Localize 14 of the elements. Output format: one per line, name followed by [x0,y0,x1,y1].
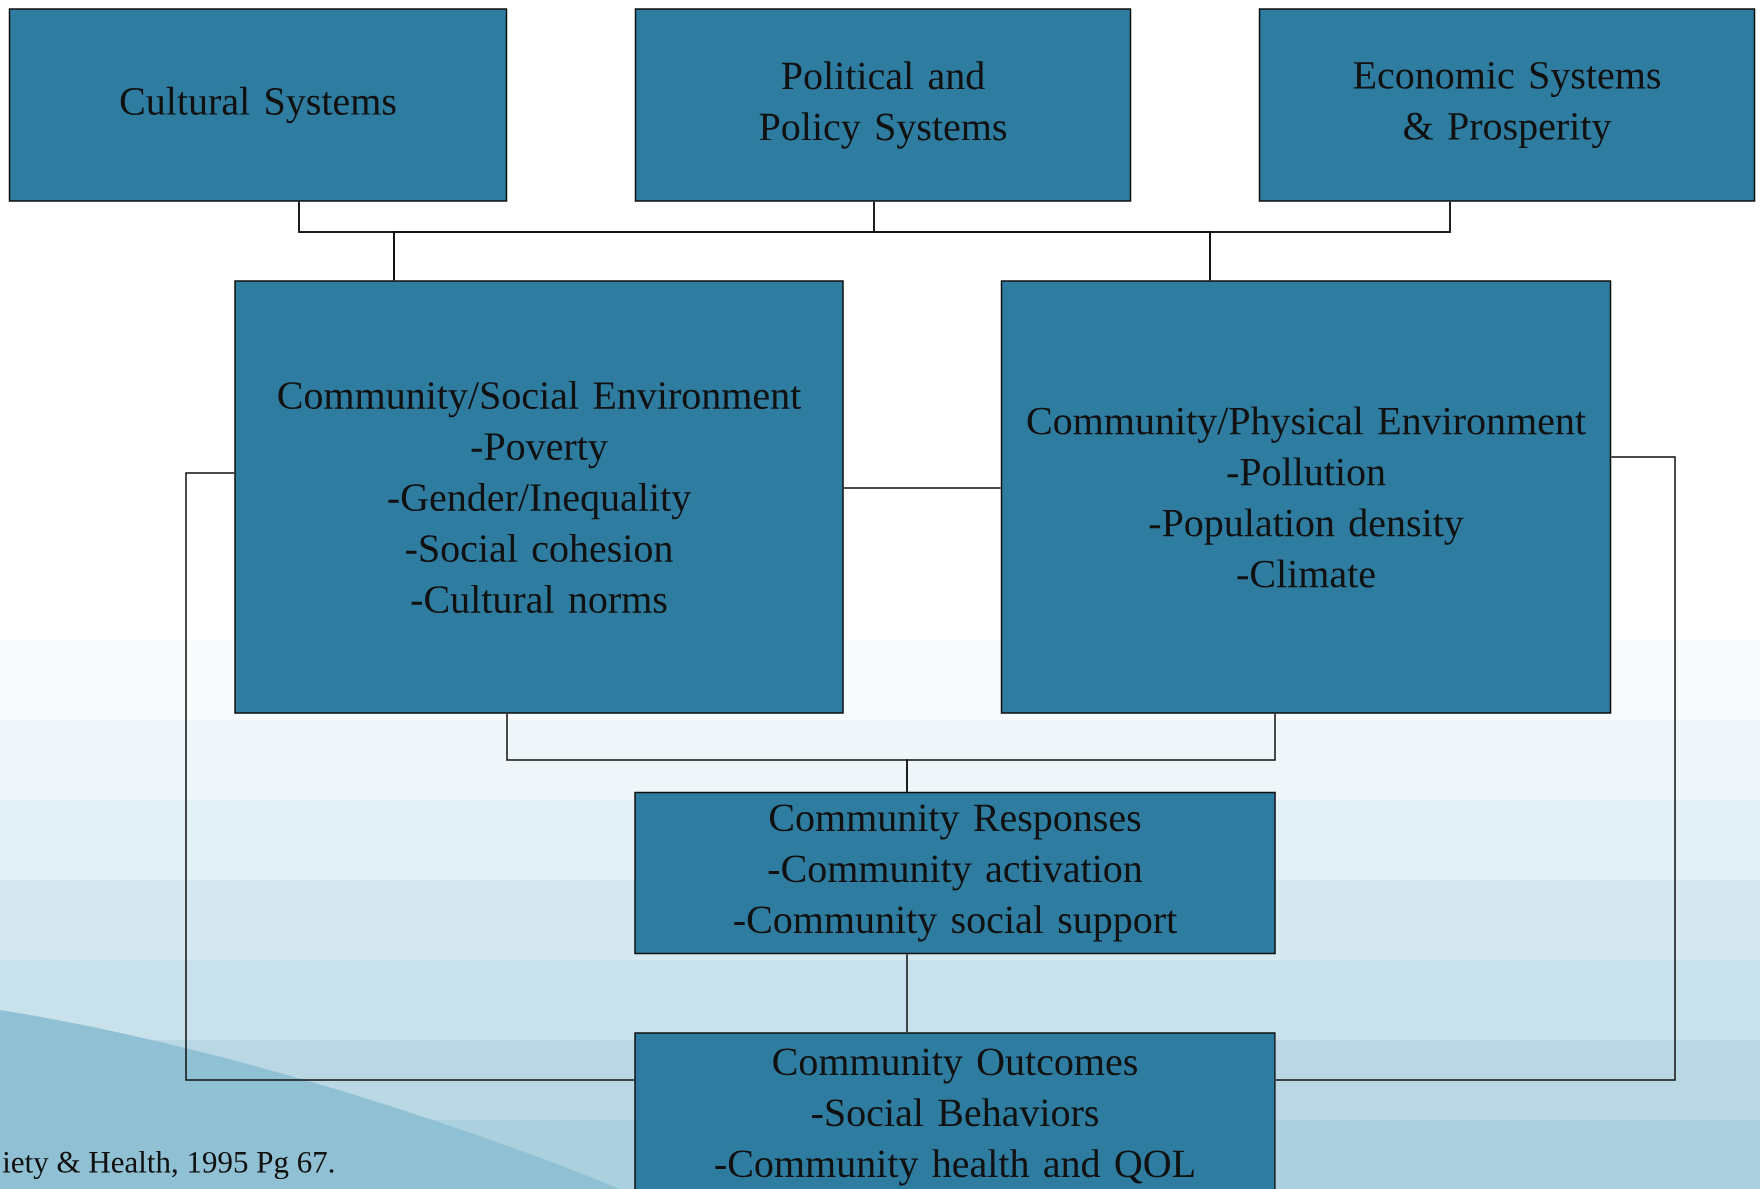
connector-line [843,487,1002,489]
connector-line [906,713,1276,793]
process-box: Economic Systems & Prosperity [1258,8,1756,202]
connector-line [1209,201,1451,281]
process-box: Community/Physical Environment -Pollution -Population density -Climate [1000,280,1612,714]
citation-text: iety & Health, 1995 Pg 67. [2,1150,334,1180]
connector-line [906,953,908,1033]
process-box: Community Responses -Community activation -Community social support [634,791,1276,955]
connector-line [185,472,635,1081]
process-box: Community/Social Environment -Poverty -Gender/Inequality -Social cohesion -Cultural norms [234,280,844,714]
process-box: Community Outcomes -Social Behaviors -Community health and QOL [634,1032,1276,1189]
connector-line [1275,456,1676,1081]
process-box: Political and Policy Systems [634,8,1132,202]
process-box: Cultural Systems [8,8,508,202]
